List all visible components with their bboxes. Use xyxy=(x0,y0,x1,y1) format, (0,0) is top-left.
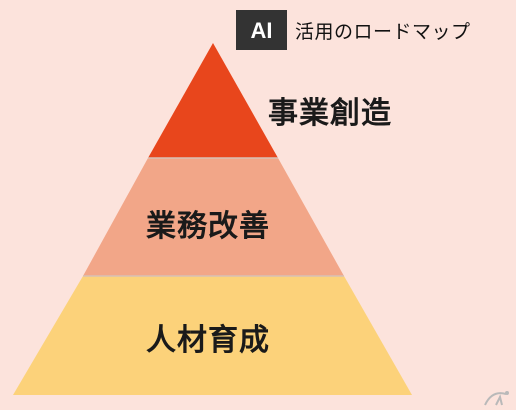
tier-label-talent-development: 人材育成 xyxy=(146,323,270,358)
roadmap-title: 活用のロードマップ xyxy=(295,20,471,43)
tier-label-business-creation: 事業創造 xyxy=(268,96,392,131)
itmedia-logo-icon xyxy=(484,391,509,406)
pyramid-tier-bottom xyxy=(13,276,412,395)
ai-badge: AI xyxy=(236,10,287,50)
roadmap-header: AI 活用のロードマップ xyxy=(236,10,471,50)
pyramid-tier-top xyxy=(148,43,278,158)
pyramid-tier-middle xyxy=(83,158,344,276)
tier-label-business-improvement: 業務改善 xyxy=(146,209,270,244)
